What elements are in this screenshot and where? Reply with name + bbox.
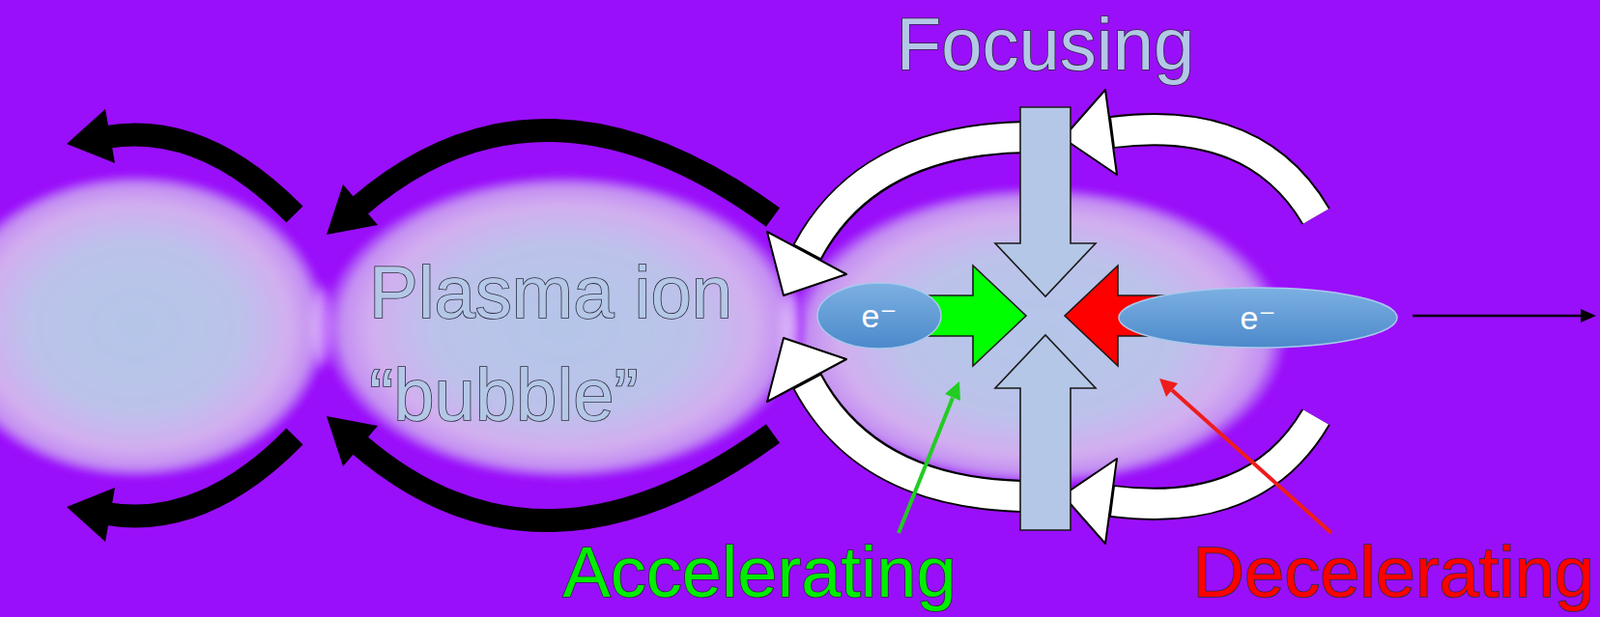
flow-arrow-shaft (807, 382, 1039, 497)
electron-bunch-shape (817, 283, 942, 349)
flow-arrow-shaft (807, 137, 1039, 252)
wake-arrow (106, 130, 773, 521)
flow-arrow-shaft (806, 137, 1039, 254)
wake-arrow-shaft (106, 436, 295, 517)
accelerating-label: Accelerating (562, 531, 956, 614)
flow-arrow-heads (767, 89, 1117, 544)
leader-line (1171, 390, 1332, 534)
electron-bunch: e⁻ (816, 282, 943, 350)
focusing-arrow (995, 107, 1096, 297)
flow-arrow-shaft (1113, 129, 1316, 217)
electron-label: e⁻ (861, 296, 898, 337)
accelerating-arrow (830, 265, 1027, 367)
arrow-head (66, 487, 115, 543)
wake-arrow-shaft (106, 134, 295, 215)
arrow-head (326, 184, 378, 235)
direction-arrow (1412, 314, 1585, 318)
decelerating-arrow (1064, 265, 1218, 367)
wake-arrow-shaft (357, 130, 773, 218)
arrow-head (944, 381, 961, 401)
leader-line (898, 398, 953, 534)
plasma-bubble-shape (322, 174, 803, 481)
wake-arrow-shaft (357, 433, 773, 521)
focusing-arrow (995, 335, 1096, 531)
arrow-head (326, 416, 378, 467)
electron-label: e⁻ (1240, 298, 1277, 339)
arrow-head (1580, 309, 1597, 323)
focusing-label: Focusing (896, 1, 1195, 86)
pinch-glow (313, 285, 331, 368)
electron-bunch-shape (1118, 287, 1398, 348)
plasma-bubble-shape (0, 173, 329, 480)
electron-bunch: e⁻ (1117, 286, 1399, 349)
plasma-bubble: Plasma ion “bubble” (321, 173, 804, 482)
arrow-head (1159, 378, 1178, 398)
flow-arrow-shaft (1111, 129, 1316, 217)
decelerating-label: Decelerating (1193, 531, 1595, 614)
bubble-label: Plasma ion “bubble” (369, 241, 775, 447)
wake-arrow-heads (66, 109, 378, 543)
flow-arrow-shaft (806, 380, 1039, 497)
arrow-head (66, 109, 115, 164)
